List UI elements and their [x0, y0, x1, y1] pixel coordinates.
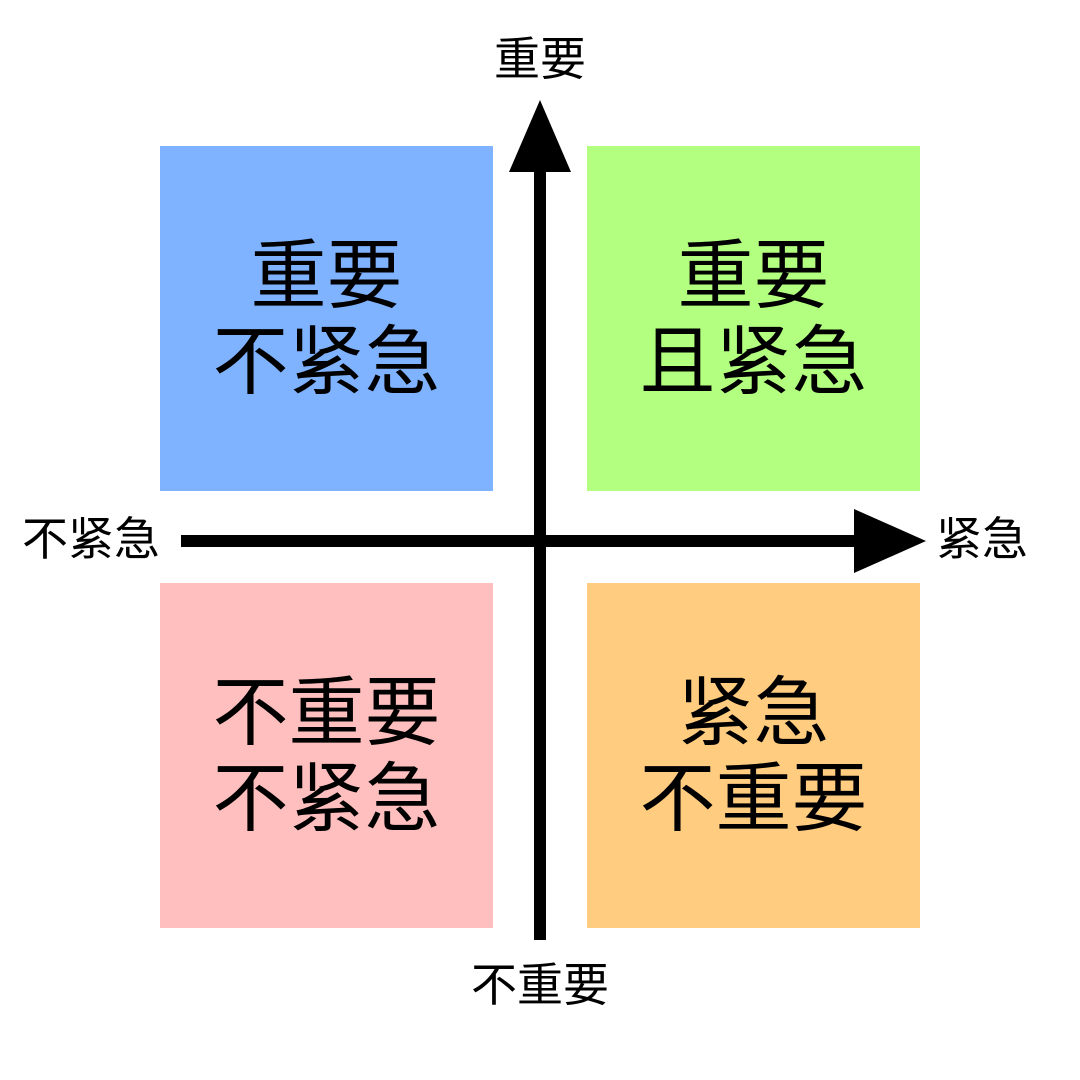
quadrant-label-line2: 不紧急	[212, 753, 441, 843]
quadrant-label-line1: 紧急	[677, 668, 830, 758]
quadrant-label-line1: 重要	[677, 231, 830, 321]
quadrant-label-line1: 重要	[250, 231, 403, 321]
axis-label-not-urgent: 不紧急	[22, 512, 160, 566]
axis-label-urgent: 紧急	[936, 512, 1028, 566]
vertical-axis-arrowhead-icon	[509, 100, 571, 172]
quadrant-label-line2: 不重要	[639, 753, 868, 843]
quadrant-label-line1: 不重要	[212, 668, 441, 758]
horizontal-axis-arrowhead-icon	[854, 509, 926, 573]
quadrant-not-important-not-urgent: 不重要 不紧急	[160, 583, 493, 928]
quadrant-label-line2: 且紧急	[639, 316, 868, 406]
quadrant-urgent-not-important: 紧急 不重要	[587, 583, 920, 928]
axis-label-not-important: 不重要	[471, 958, 609, 1012]
quadrant-important-and-urgent: 重要 且紧急	[587, 146, 920, 491]
axis-label-important: 重要	[494, 32, 586, 86]
quadrant-important-not-urgent: 重要 不紧急	[160, 146, 493, 491]
quadrant-label-line2: 不紧急	[212, 316, 441, 406]
